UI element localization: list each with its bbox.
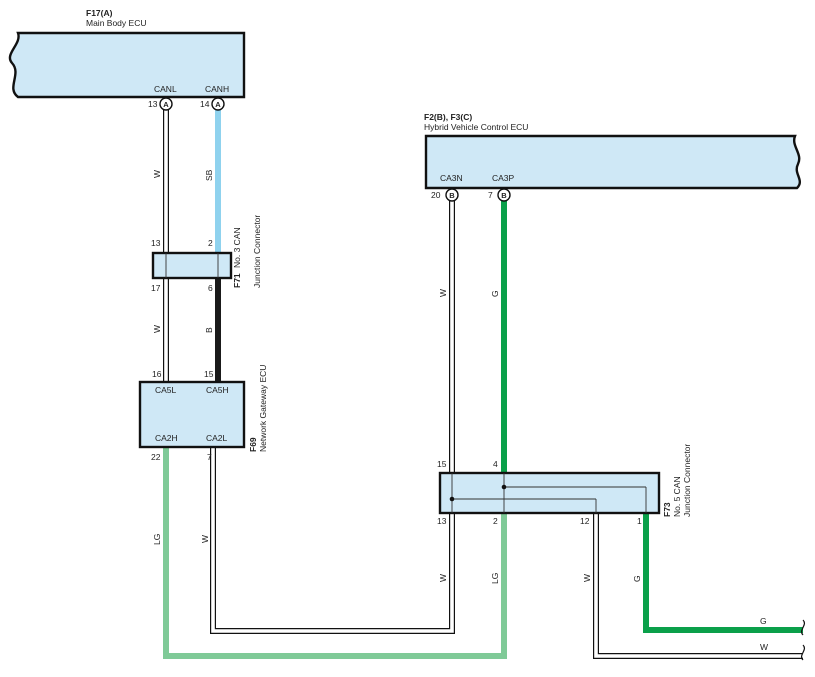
main-body-ecu-code: F17(A) xyxy=(86,8,113,18)
gateway-ca2l: CA2L xyxy=(206,433,228,443)
junction3-code: F71 xyxy=(232,273,242,288)
wire-label-g-right: G xyxy=(760,616,767,626)
wire-label-w: W xyxy=(438,289,448,297)
main-body-ecu-name: Main Body ECU xyxy=(86,18,146,28)
wire-label-lg: LG xyxy=(152,534,162,545)
wire-label-sb: SB xyxy=(204,169,214,181)
junction5-pin-1: 1 xyxy=(637,516,642,526)
gateway-box xyxy=(138,380,246,449)
connector-letter: A xyxy=(163,100,169,109)
junction5-pin-4: 4 xyxy=(493,459,498,469)
connector-circle-b-7 xyxy=(497,188,511,202)
hybrid-ecu-code: F2(B), F3(C) xyxy=(424,112,472,122)
hybrid-ecu-name: Hybrid Vehicle Control ECU xyxy=(424,122,528,132)
junction5-pin-12: 12 xyxy=(580,516,590,526)
gateway-ca5l: CA5L xyxy=(155,385,177,395)
pin-number-20: 20 xyxy=(431,190,441,200)
gateway-pin-15: 15 xyxy=(204,369,214,379)
connector-circle-a-14 xyxy=(211,97,225,111)
junction5-box xyxy=(438,471,661,515)
wire-label-w-right: W xyxy=(760,642,768,652)
junction3-pin-13: 13 xyxy=(151,238,161,248)
junction5-name1: No. 5 CAN xyxy=(672,476,682,517)
wire-label-g: G xyxy=(490,290,500,297)
wire-pin12-w-inner xyxy=(594,513,803,658)
break-mark xyxy=(800,619,806,661)
wire-label-g: G xyxy=(632,575,642,582)
junction3-name2: Junction Connector xyxy=(252,215,262,288)
wire-ca2h-lg xyxy=(163,447,507,659)
connector-circle-b-20 xyxy=(445,188,459,202)
junction-connector-5: 15 4 13 2 12 1 F73 No. 5 CAN Junction Co… xyxy=(437,444,692,526)
wire-ca2l-w-outer xyxy=(210,447,455,634)
gateway-name: Network Gateway ECU xyxy=(258,365,268,452)
hybrid-ecu-pin-ca3n: CA3N xyxy=(440,173,463,183)
gateway-pin-16: 16 xyxy=(152,369,162,379)
junction5-code: F73 xyxy=(662,502,672,517)
pin-number-13: 13 xyxy=(148,99,158,109)
main-body-ecu: F17(A) Main Body ECU CANL CANH 13 A 14 A xyxy=(8,8,246,111)
wire-ca2l-w-inner xyxy=(211,447,454,633)
hybrid-ecu-pin-ca3p: CA3P xyxy=(492,173,515,183)
pin-number-14: 14 xyxy=(200,99,210,109)
connector-letter: B xyxy=(449,191,455,200)
connector-circle-a-13 xyxy=(159,97,173,111)
gateway-pin-7: 7 xyxy=(207,452,212,462)
main-body-ecu-pin-canl: CANL xyxy=(154,84,177,94)
network-gateway-ecu: 16 15 CA5L CA5H CA2H CA2L 22 7 F69 Netwo… xyxy=(138,365,268,462)
gateway-ca2h: CA2H xyxy=(155,433,178,443)
connector-letter: A xyxy=(215,100,221,109)
junction3-name1: No. 3 CAN xyxy=(232,227,242,268)
wires xyxy=(163,104,803,659)
wire-pin12-w-outer xyxy=(593,513,803,659)
gateway-pin-22: 22 xyxy=(151,452,161,462)
junction5-splice-dot xyxy=(449,496,455,502)
wire-label-lg: LG xyxy=(490,573,500,584)
junction5-pin-13: 13 xyxy=(437,516,447,526)
junction3-pin-2: 2 xyxy=(208,238,213,248)
gateway-ca5h: CA5H xyxy=(206,385,229,395)
junction5-splice-dot xyxy=(501,484,507,490)
junction5-pin-15: 15 xyxy=(437,459,447,469)
junction3-pin-17: 17 xyxy=(151,283,161,293)
wire-label-w: W xyxy=(438,574,448,582)
junction-connector-3: 13 2 17 6 F71 No. 3 CAN Junction Connect… xyxy=(151,215,262,293)
main-body-ecu-pin-canh: CANH xyxy=(205,84,229,94)
wire-label-w: W xyxy=(152,170,162,178)
junction3-pin-6: 6 xyxy=(208,283,213,293)
wire-label-w: W xyxy=(582,574,592,582)
pin-number-7: 7 xyxy=(488,190,493,200)
wire-labels: W SB W B W G LG W W LG W G G W xyxy=(152,169,768,652)
junction5-pin-2: 2 xyxy=(493,516,498,526)
connector-letter: B xyxy=(501,191,507,200)
wire-pin1-g xyxy=(643,513,803,633)
wire-label-w: W xyxy=(200,535,210,543)
break-marks xyxy=(800,619,806,661)
wire-label-w: W xyxy=(152,325,162,333)
gateway-code: F69 xyxy=(248,437,258,452)
main-body-ecu-box xyxy=(8,31,246,99)
hybrid-vehicle-ecu: F2(B), F3(C) Hybrid Vehicle Control ECU … xyxy=(424,112,802,202)
wire-label-b: B xyxy=(204,327,214,333)
hybrid-ecu-box xyxy=(424,134,802,190)
junction5-name2: Junction Connector xyxy=(682,444,692,517)
junction3-box xyxy=(151,251,233,280)
